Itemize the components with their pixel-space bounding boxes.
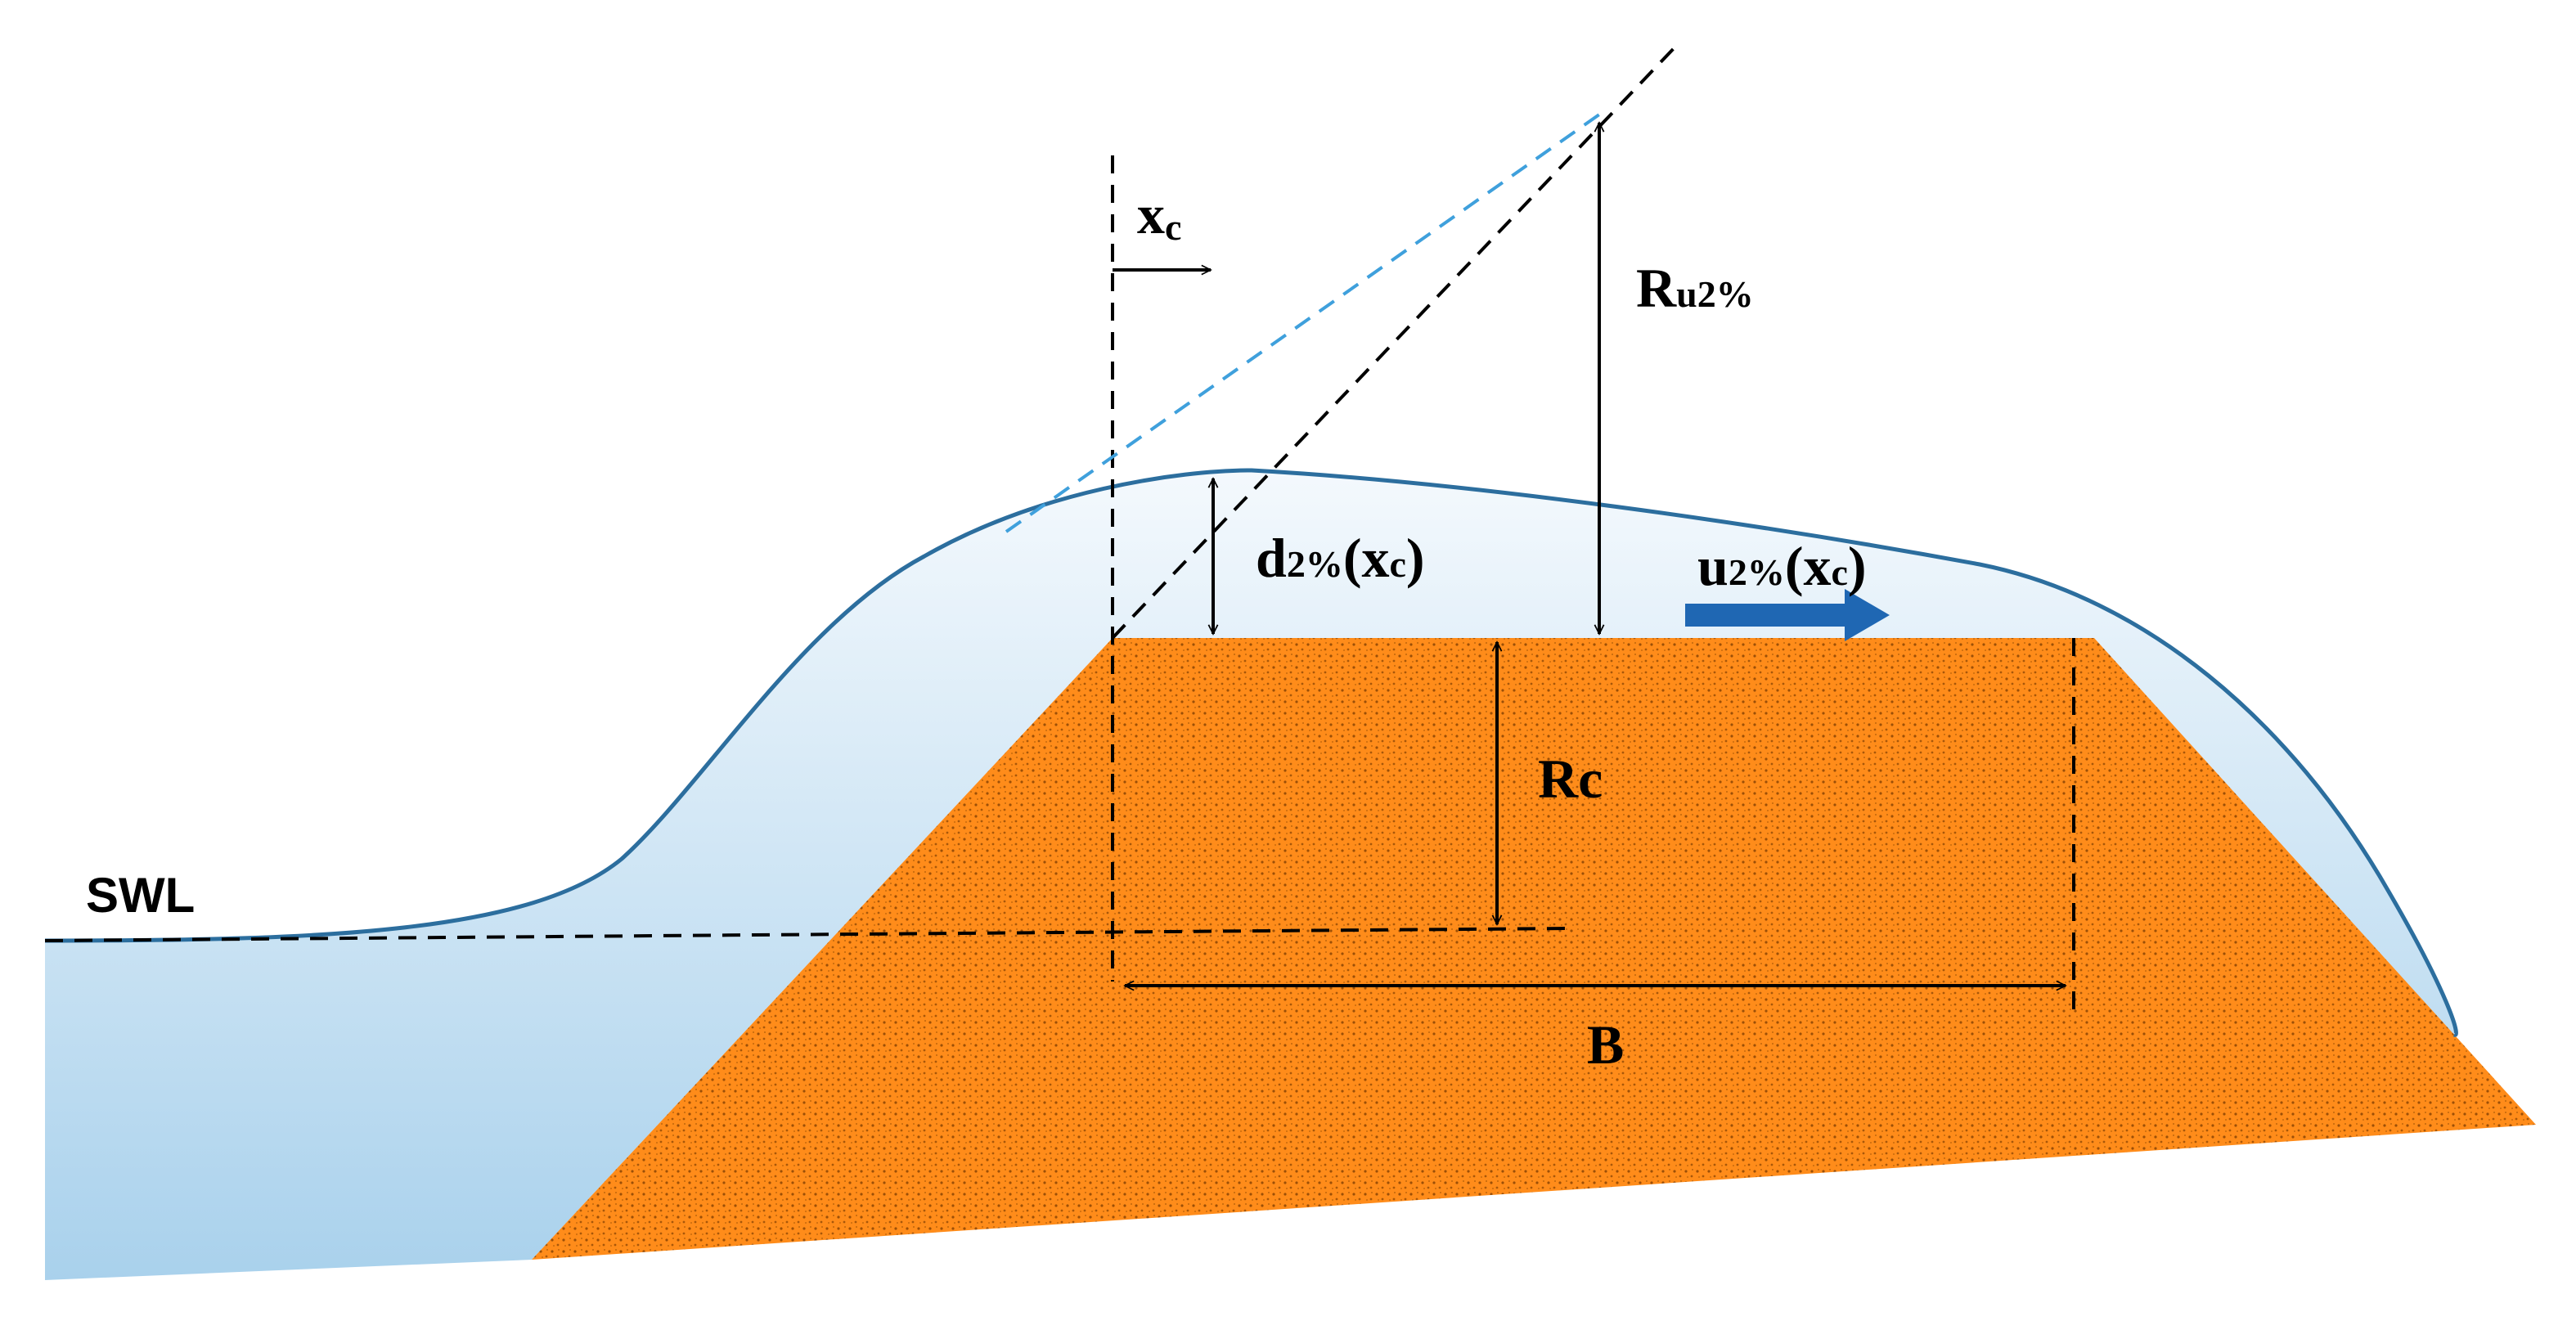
ru-sub: u2%: [1676, 273, 1754, 315]
u-close: ): [1848, 535, 1867, 597]
xc-label: xc: [1137, 183, 1181, 248]
structure-dike: [532, 638, 2536, 1260]
rc-label: Rc: [1538, 748, 1603, 810]
d-arg-sub: c: [1389, 543, 1405, 585]
d-main: d: [1256, 527, 1287, 589]
flow-velocity-arrow: [1685, 589, 1890, 641]
d-sub: 2%: [1287, 543, 1343, 585]
rc-main: R: [1538, 748, 1579, 810]
u2-label: u2%(xc): [1697, 535, 1867, 597]
u-arg: (x: [1785, 535, 1832, 597]
wave-extension-line: [1005, 113, 1601, 533]
d2-label: d2%(xc): [1256, 527, 1425, 589]
xc-sub: c: [1165, 206, 1181, 248]
d-arg: (x: [1343, 527, 1390, 589]
d-close: ): [1406, 527, 1425, 589]
b-label: B: [1587, 1013, 1624, 1076]
u-sub: 2%: [1729, 551, 1785, 593]
water-body: [45, 470, 2457, 1280]
ru2-label: Ru2%: [1636, 257, 1754, 319]
xc-main: x: [1137, 183, 1165, 245]
swl-label: SWL: [86, 868, 195, 923]
swl-line: [44, 927, 1571, 942]
rc-sub: c: [1578, 748, 1603, 810]
wave-surface-line: [44, 468, 2458, 1037]
slope-extension-line: [1111, 43, 1679, 640]
u-arg-sub: c: [1831, 551, 1847, 593]
ru-main: R: [1636, 257, 1677, 319]
u-main: u: [1697, 535, 1729, 597]
